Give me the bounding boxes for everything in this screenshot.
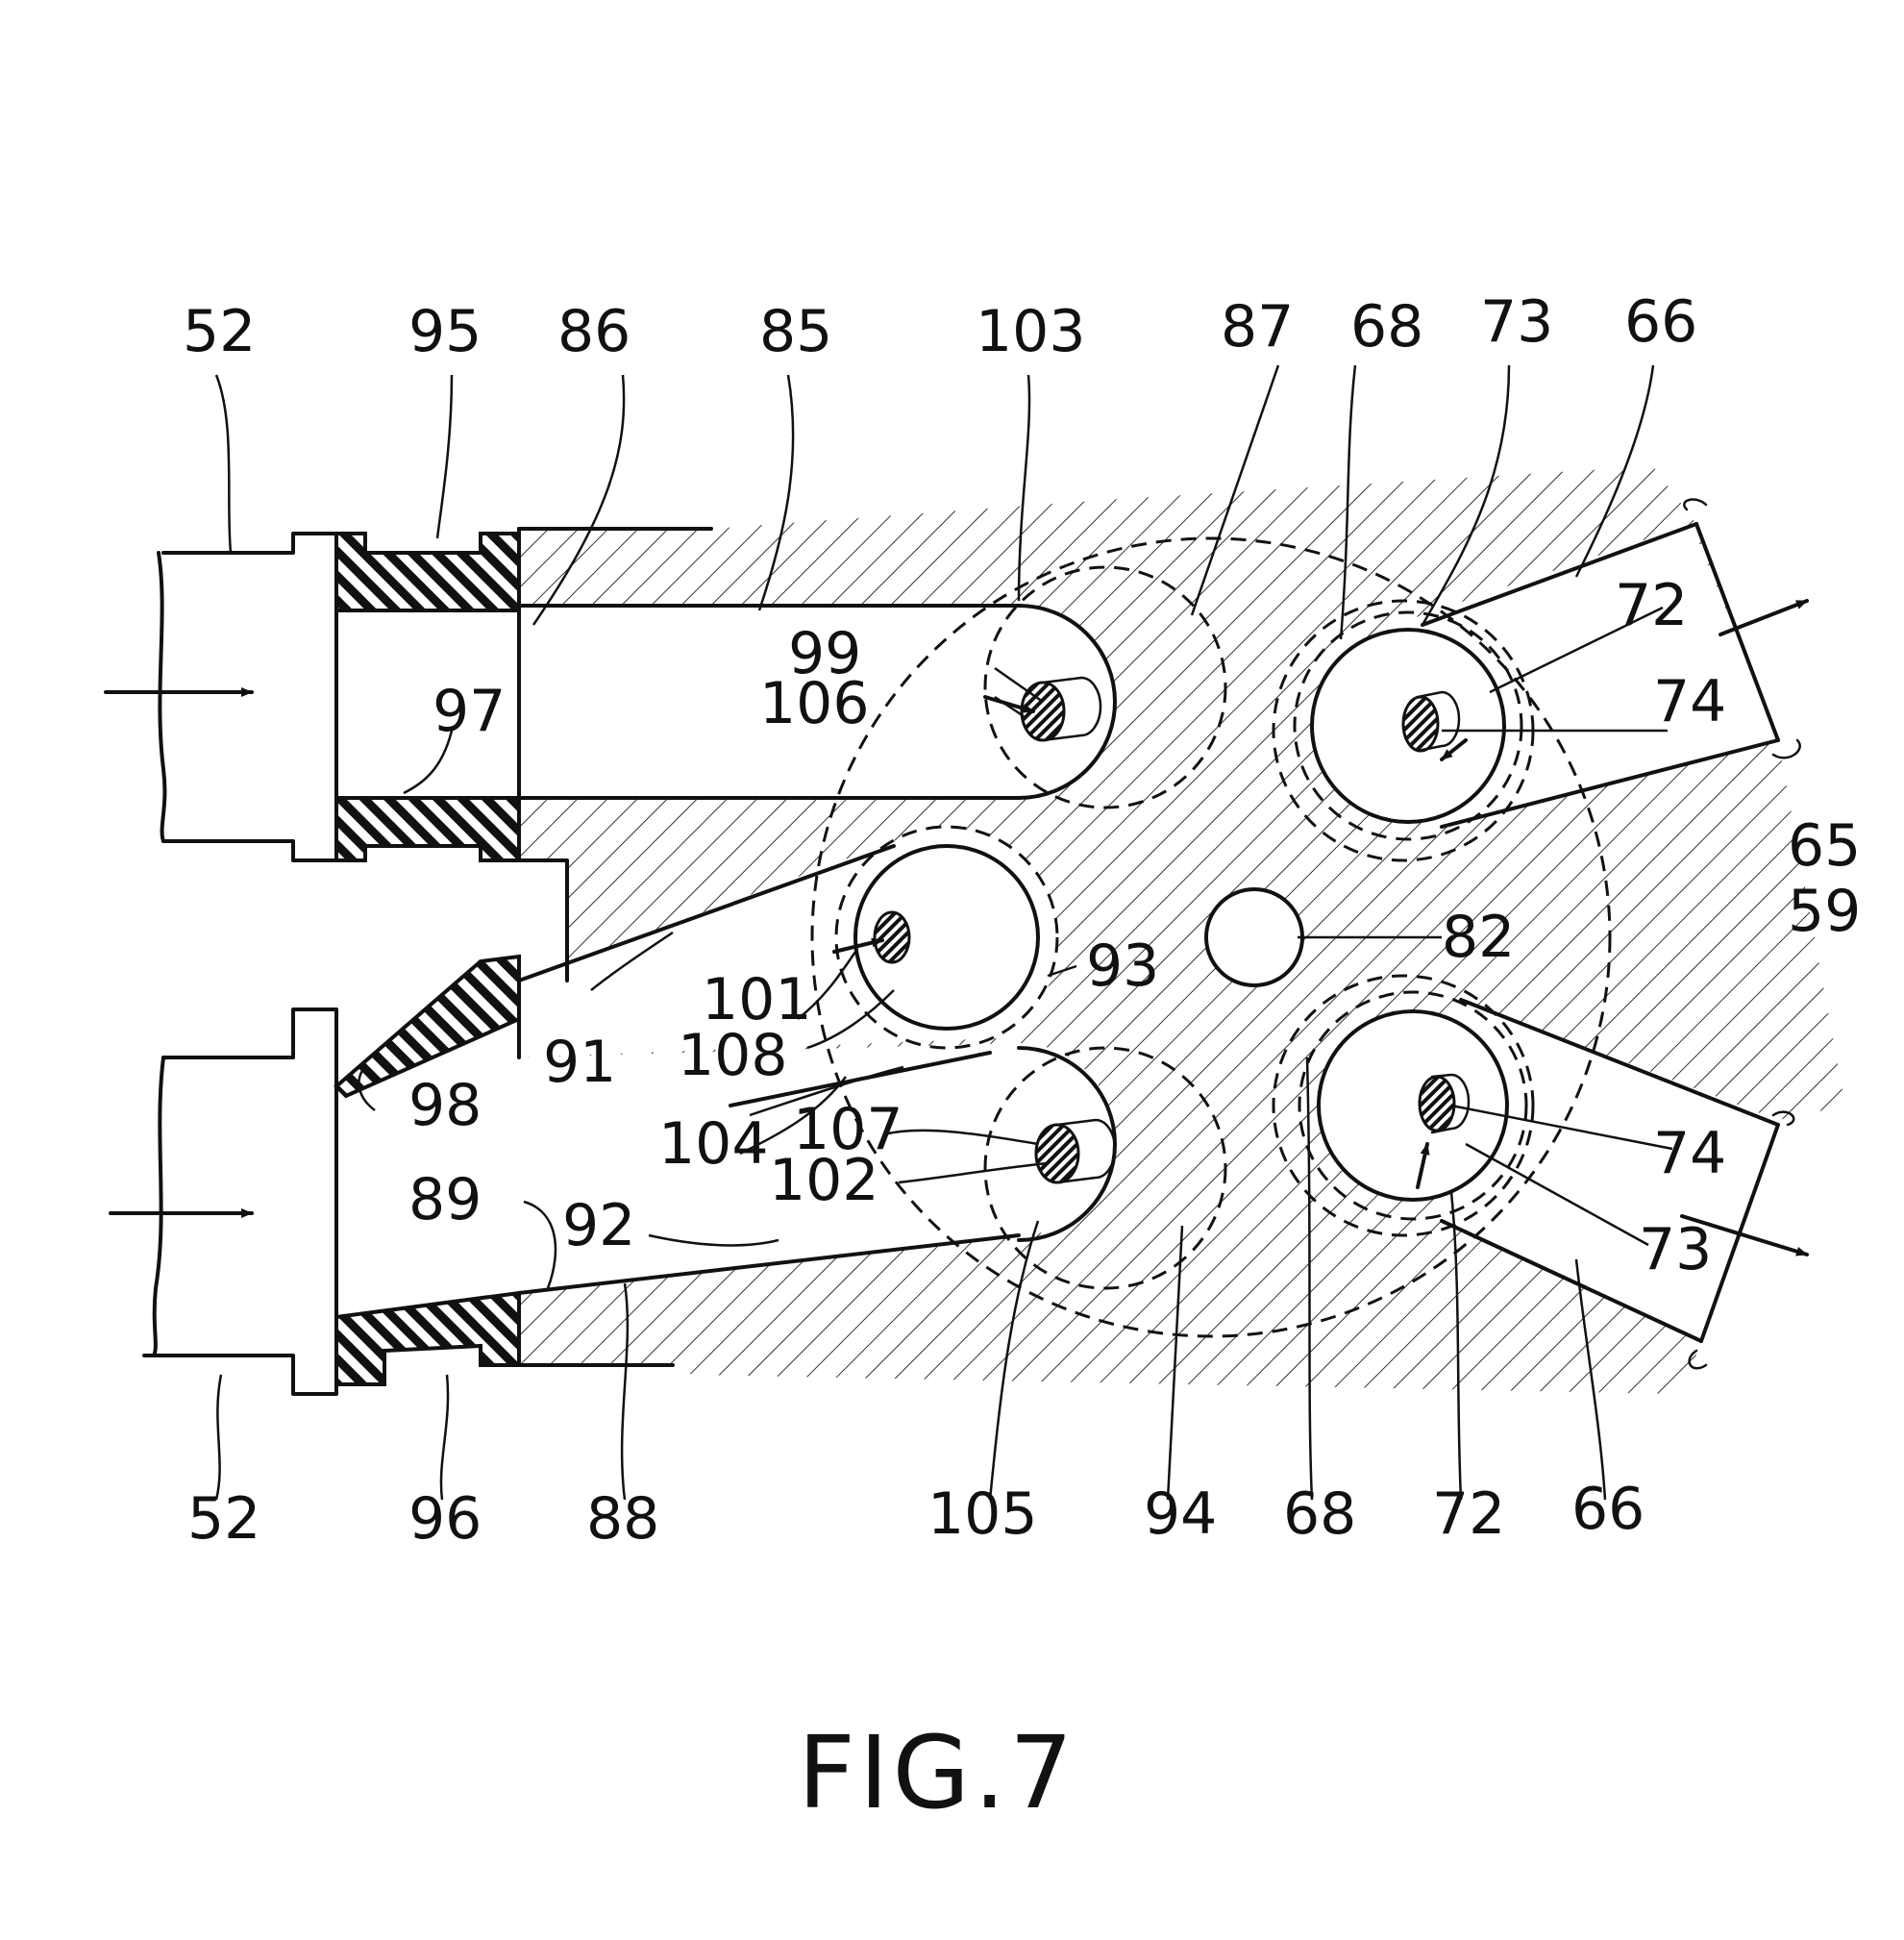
ref-105: 105 bbox=[927, 1480, 1038, 1548]
ref-68-top: 68 bbox=[1350, 293, 1423, 361]
ref-74-bottom: 74 bbox=[1653, 1120, 1726, 1187]
ref-72-top: 72 bbox=[1615, 572, 1688, 639]
ref-89: 89 bbox=[408, 1166, 482, 1233]
inlet-pipe-upper bbox=[159, 534, 336, 860]
ref-72-bottom: 72 bbox=[1432, 1480, 1505, 1548]
ref-66-bottom: 66 bbox=[1571, 1476, 1644, 1543]
ref-85: 85 bbox=[759, 298, 832, 365]
ref-95: 95 bbox=[408, 298, 482, 365]
ref-106: 106 bbox=[759, 670, 870, 737]
ref-82: 82 bbox=[1442, 904, 1515, 971]
ref-68-bottom: 68 bbox=[1283, 1480, 1356, 1548]
reference-numerals-top: 52 95 86 85 103 87 68 73 66 bbox=[183, 288, 1697, 365]
ref-91: 91 bbox=[543, 1029, 616, 1096]
ref-92: 92 bbox=[562, 1192, 635, 1259]
ref-65: 65 bbox=[1788, 812, 1861, 880]
ref-52-bottom: 52 bbox=[187, 1485, 260, 1553]
ref-108: 108 bbox=[678, 1022, 788, 1089]
ref-74-top: 74 bbox=[1653, 668, 1726, 735]
ref-97: 97 bbox=[433, 678, 506, 745]
ref-104: 104 bbox=[658, 1110, 769, 1178]
ref-88: 88 bbox=[586, 1485, 659, 1553]
ref-52-top: 52 bbox=[183, 298, 256, 365]
ref-66-top: 66 bbox=[1624, 288, 1697, 356]
inlet-pipe-lower bbox=[144, 1009, 336, 1394]
ref-73-top: 73 bbox=[1480, 288, 1553, 356]
ref-59: 59 bbox=[1788, 878, 1861, 945]
ref-86: 86 bbox=[557, 298, 631, 365]
ref-94: 94 bbox=[1144, 1480, 1217, 1548]
figure-caption: FIG.7 bbox=[798, 1714, 1076, 1831]
ref-73-bottom: 73 bbox=[1639, 1216, 1712, 1283]
ref-98: 98 bbox=[408, 1072, 482, 1139]
pin-101 bbox=[875, 912, 909, 962]
ref-93: 93 bbox=[1086, 933, 1159, 1000]
ref-96: 96 bbox=[408, 1485, 482, 1553]
port-82 bbox=[1206, 889, 1302, 985]
ref-87: 87 bbox=[1221, 293, 1294, 361]
ref-102: 102 bbox=[769, 1147, 879, 1214]
reference-numerals-bottom: 52 96 88 105 94 68 72 66 bbox=[187, 1476, 1644, 1553]
ref-103: 103 bbox=[976, 298, 1086, 365]
